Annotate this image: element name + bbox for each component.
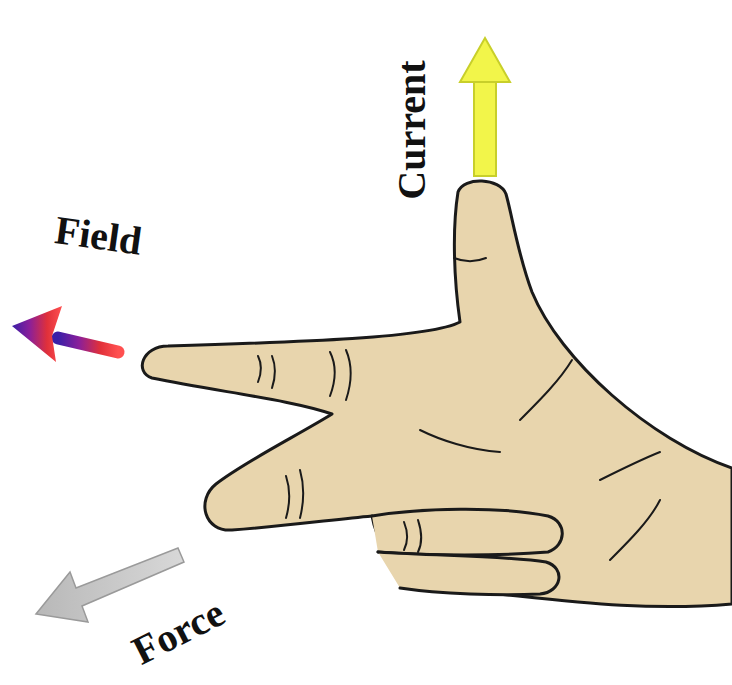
current-label: Current [392, 60, 432, 199]
current-label-wrap: Current [392, 60, 432, 199]
field-arrow [12, 306, 118, 362]
field-label: Field [52, 210, 143, 262]
current-arrow [460, 38, 510, 176]
force-label-wrap: Force [126, 592, 231, 672]
force-label: Force [126, 592, 231, 672]
force-arrow [36, 548, 184, 622]
hand-drawing [142, 181, 732, 607]
field-label-wrap: Field [52, 210, 143, 262]
